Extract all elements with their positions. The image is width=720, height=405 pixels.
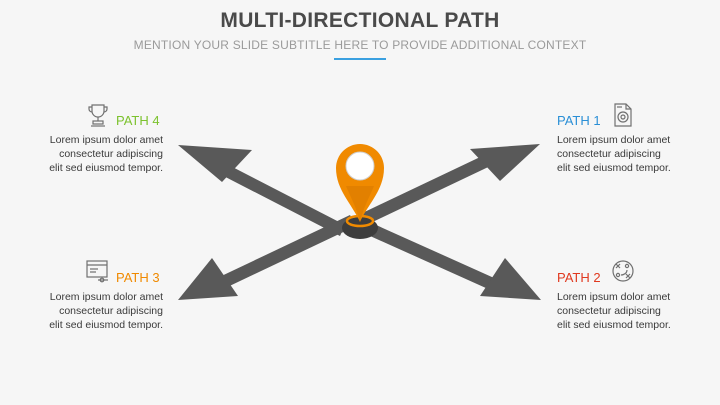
path-4-line-1: Lorem ipsum dolor amet bbox=[49, 134, 163, 146]
path-4-line-2: consectetur adipiscing bbox=[59, 148, 163, 160]
folder-settings-icon bbox=[86, 260, 108, 283]
path-4-description: Lorem ipsum dolor amet consectetur adipi… bbox=[0, 133, 163, 175]
strategy-play-icon bbox=[612, 260, 634, 282]
path-4-heading: PATH 4 bbox=[116, 113, 160, 128]
arrow-path-1 bbox=[354, 144, 540, 228]
path-2-line-2: consectetur adipiscing bbox=[557, 305, 661, 317]
trophy-icon bbox=[88, 104, 108, 127]
path-3-heading: PATH 3 bbox=[116, 270, 160, 285]
path-3-description: Lorem ipsum dolor amet consectetur adipi… bbox=[0, 290, 163, 332]
center-hub bbox=[342, 217, 378, 239]
arrow-path-3 bbox=[178, 215, 356, 300]
page-subtitle: MENTION YOUR SLIDE SUBTITLE HERE TO PROV… bbox=[133, 38, 587, 52]
path-2-line-1: Lorem ipsum dolor amet bbox=[557, 291, 671, 303]
path-4-line-3: elit sed eiusmod tempor. bbox=[49, 162, 163, 174]
location-pin-icon bbox=[336, 144, 384, 228]
path-2-heading: PATH 2 bbox=[557, 270, 601, 285]
path-3-line-3: elit sed eiusmod tempor. bbox=[49, 319, 163, 331]
path-3-line-2: consectetur adipiscing bbox=[59, 305, 163, 317]
path-2-line-3: elit sed eiusmod tempor. bbox=[557, 319, 671, 331]
document-target-icon bbox=[614, 103, 632, 127]
path-1-description: Lorem ipsum dolor amet consectetur adipi… bbox=[557, 133, 720, 175]
path-2-description: Lorem ipsum dolor amet consectetur adipi… bbox=[557, 290, 720, 332]
path-3-line-1: Lorem ipsum dolor amet bbox=[49, 291, 163, 303]
path-1-line-2: consectetur adipiscing bbox=[557, 148, 661, 160]
arrow-path-2 bbox=[359, 220, 541, 300]
path-1-line-1: Lorem ipsum dolor amet bbox=[557, 134, 671, 146]
path-1-line-3: elit sed eiusmod tempor. bbox=[557, 162, 671, 174]
page-title: MULTI-DIRECTIONAL PATH bbox=[220, 9, 500, 32]
path-1-heading: PATH 1 bbox=[557, 113, 601, 128]
title-underline bbox=[334, 58, 386, 60]
arrow-path-4 bbox=[178, 145, 345, 236]
